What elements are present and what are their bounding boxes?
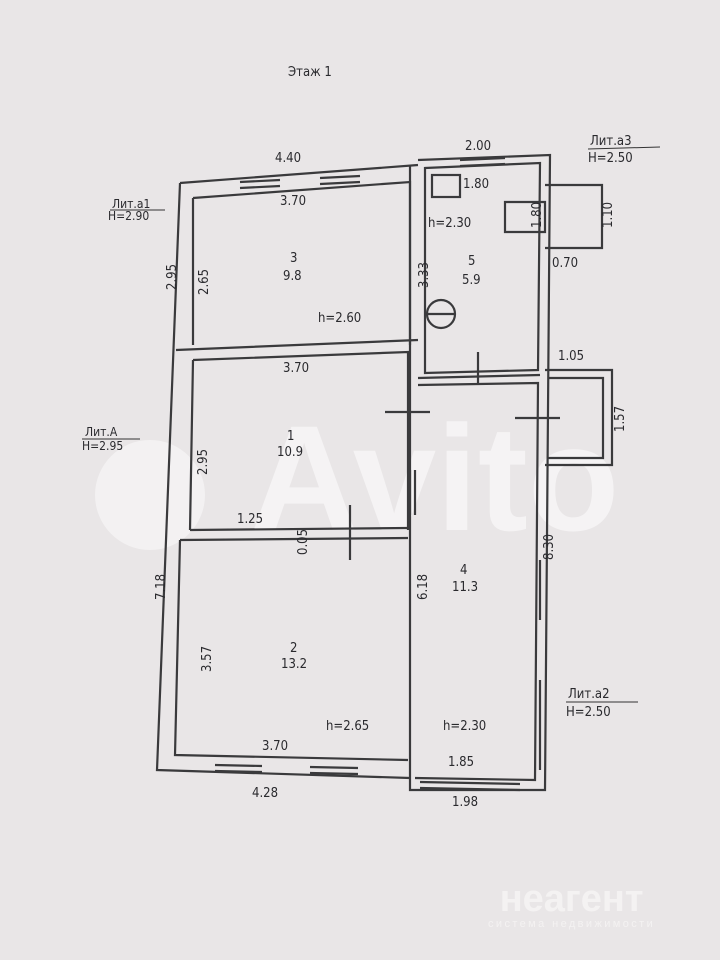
- svg-text:1: 1: [287, 429, 294, 444]
- svg-text:3.33: 3.33: [417, 262, 432, 288]
- dimension-labels: 4.40 2.00 3.70 1.80 1.80 1.10 2.95 2.65 …: [154, 139, 628, 810]
- svg-text:1.80: 1.80: [530, 202, 545, 228]
- room-3: 3 9.8: [283, 251, 302, 284]
- avito-watermark: Avito: [250, 394, 619, 562]
- svg-text:2: 2: [290, 641, 297, 656]
- neagent-logo: неагент система недвижимости: [488, 880, 655, 930]
- svg-text:4.40: 4.40: [275, 151, 301, 166]
- svg-text:1.80: 1.80: [463, 177, 489, 192]
- svg-text:10.9: 10.9: [277, 445, 303, 460]
- svg-text:5.9: 5.9: [462, 273, 481, 288]
- logo-name: неагент: [499, 878, 644, 920]
- room-5: 5 5.9: [462, 254, 481, 288]
- svg-text:Лит.а3: Лит.а3: [590, 134, 632, 149]
- svg-text:3.70: 3.70: [280, 194, 306, 209]
- svg-text:1.05: 1.05: [558, 349, 584, 364]
- height-label: h=2.65: [326, 719, 369, 734]
- svg-text:1.10: 1.10: [601, 202, 616, 228]
- svg-text:6.18: 6.18: [416, 574, 431, 600]
- svg-text:7.18: 7.18: [154, 574, 169, 600]
- svg-text:Лит.А: Лит.А: [85, 425, 118, 439]
- svg-text:2.65: 2.65: [197, 269, 212, 295]
- liter-a3: Лит.а3 H=2.50: [587, 134, 661, 166]
- svg-text:1.98: 1.98: [452, 795, 478, 810]
- svg-text:8.30: 8.30: [542, 534, 557, 560]
- room-2: 2 13.2: [281, 641, 307, 672]
- svg-text:9.8: 9.8: [283, 269, 302, 284]
- svg-text:3.70: 3.70: [262, 739, 288, 754]
- svg-text:13.2: 13.2: [281, 657, 307, 672]
- svg-text:4.28: 4.28: [252, 786, 278, 801]
- avito-watermark-dots: [95, 440, 205, 550]
- svg-text:H=2.95: H=2.95: [82, 439, 123, 453]
- floor-title: Этаж 1: [288, 65, 332, 80]
- svg-text:Лит.а2: Лит.а2: [568, 687, 610, 702]
- liter-A: Лит.А H=2.95: [82, 425, 140, 453]
- walls: [155, 153, 614, 792]
- svg-text:2.95: 2.95: [165, 264, 180, 290]
- svg-text:Лит.а1: Лит.а1: [112, 197, 150, 211]
- svg-text:0.70: 0.70: [552, 256, 578, 271]
- svg-text:2.00: 2.00: [465, 139, 491, 154]
- room-4: 4 11.3: [452, 563, 478, 595]
- height-label: h=2.30: [443, 719, 486, 734]
- svg-text:5: 5: [468, 254, 475, 269]
- svg-text:1.25: 1.25: [237, 512, 263, 527]
- svg-text:H=2.50: H=2.50: [588, 151, 633, 166]
- svg-text:H=2.50: H=2.50: [566, 705, 611, 720]
- liter-a2: Лит.а2 H=2.50: [566, 687, 638, 720]
- logo-tagline: система недвижимости: [488, 918, 656, 930]
- stove-icon: [430, 173, 462, 199]
- room-1: 1 10.9: [277, 429, 303, 460]
- svg-text:2.95: 2.95: [196, 449, 211, 475]
- svg-text:3.57: 3.57: [200, 646, 215, 672]
- svg-text:H=2.90: H=2.90: [108, 209, 149, 223]
- svg-text:1.57: 1.57: [613, 406, 628, 432]
- height-label: h=2.60: [318, 311, 361, 326]
- svg-text:11.3: 11.3: [452, 580, 478, 595]
- liter-a1: Лит.а1 H=2.90: [108, 197, 165, 223]
- svg-text:3.70: 3.70: [283, 361, 309, 376]
- height-label: h=2.30: [428, 216, 471, 231]
- svg-text:4: 4: [460, 563, 467, 578]
- svg-text:1.85: 1.85: [448, 755, 474, 770]
- svg-text:0.05: 0.05: [296, 529, 311, 555]
- svg-text:3: 3: [290, 251, 297, 266]
